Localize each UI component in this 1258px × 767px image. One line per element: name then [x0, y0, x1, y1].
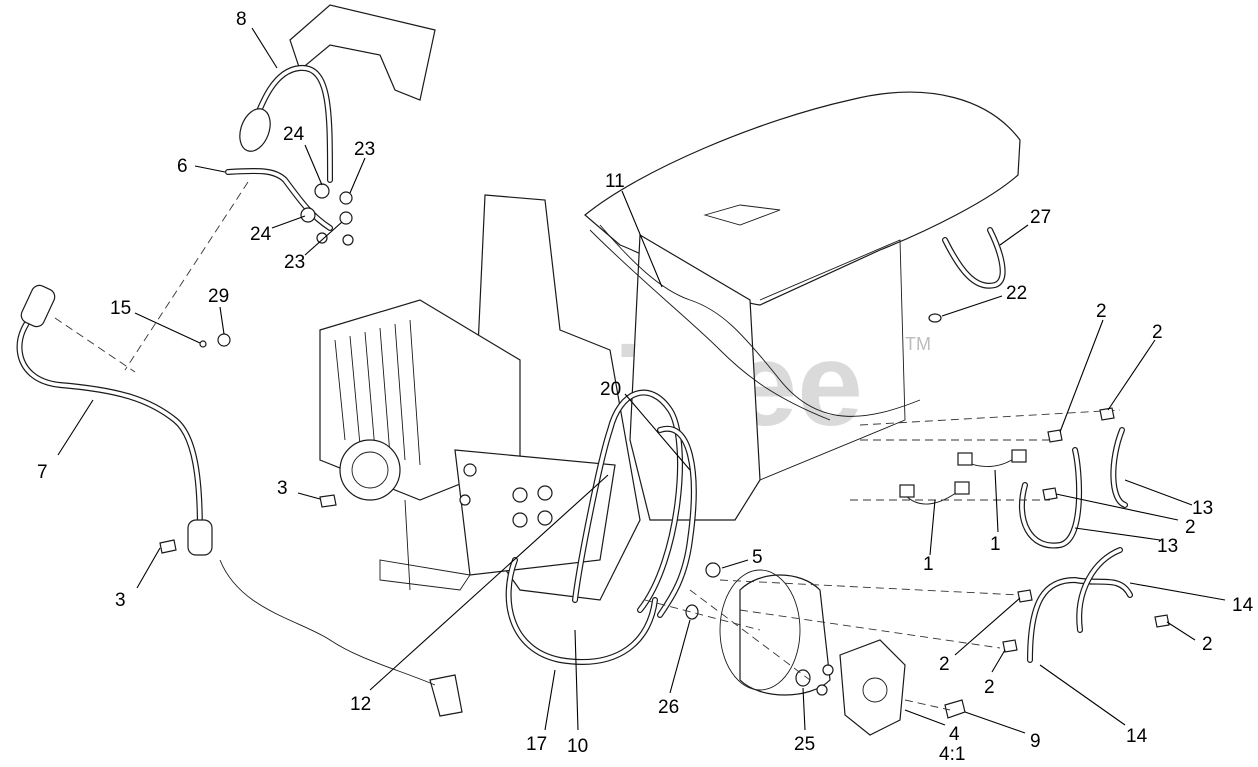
callout-15: 15 [110, 298, 131, 319]
callout-2-b: 2 [1152, 322, 1163, 343]
callout-13-lower: 13 [1157, 536, 1178, 557]
callout-14-lower: 14 [1126, 726, 1148, 747]
callout-7: 7 [37, 462, 48, 483]
callout-24-lower: 24 [250, 224, 272, 245]
bolt-9 [944, 699, 966, 719]
callout-13: 13 [1192, 498, 1213, 519]
motor-housing [739, 574, 831, 696]
bolt-2b [1099, 407, 1115, 421]
callout-24: 24 [283, 124, 305, 145]
callout-6: 6 [177, 156, 188, 177]
bolt-2d [1017, 589, 1033, 603]
assembly-drawing [16, 4, 1170, 736]
callout-3: 3 [277, 478, 288, 499]
harness-11 [599, 224, 921, 417]
callout-12: 12 [350, 694, 371, 715]
bolt-2f [1154, 614, 1170, 628]
callout-25: 25 [794, 734, 815, 755]
washer-29 [217, 333, 231, 347]
cable-7 [16, 307, 203, 548]
washer-15 [199, 340, 207, 348]
cable-6 [225, 168, 333, 231]
bolt-2e [1002, 639, 1018, 653]
callout-2-d: 2 [1202, 634, 1213, 655]
callout-2-f: 2 [984, 677, 995, 698]
washer-23b [339, 211, 353, 225]
callout-1-b: 1 [923, 554, 934, 575]
terminal-22 [928, 313, 942, 323]
bolt-2a [1047, 429, 1063, 443]
callout-4: 4 [949, 724, 960, 745]
callout-23: 23 [354, 139, 375, 160]
mount-plate [454, 449, 616, 576]
callout-2-a: 2 [1096, 301, 1107, 322]
top-bracket [289, 4, 436, 101]
leader-lines [57, 27, 1226, 734]
frame-panel [629, 233, 761, 521]
watermark-trademark: TM [905, 334, 931, 354]
callouts: 8 24 23 6 24 23 15 29 7 3 3 11 27 22 2 2… [37, 9, 1254, 765]
washer-24b [300, 207, 316, 223]
bolt-3b [159, 539, 177, 554]
callout-9: 9 [1030, 731, 1041, 752]
callout-27: 27 [1030, 207, 1051, 228]
callout-1-a: 1 [990, 534, 1001, 555]
nut-5 [705, 562, 721, 578]
bolt-2c [1042, 487, 1058, 501]
callout-5: 5 [752, 547, 763, 568]
callout-29: 29 [208, 286, 229, 307]
washer-25 [795, 669, 811, 687]
callout-20: 20 [600, 379, 621, 400]
washer-23a [339, 191, 353, 205]
callout-4-ratio: 4:1 [939, 744, 965, 765]
callout-14: 14 [1232, 595, 1254, 616]
callout-10: 10 [567, 736, 588, 757]
callout-2-e: 2 [939, 654, 950, 675]
solenoid [839, 639, 906, 736]
washer-24a [314, 183, 330, 199]
bolt-3a [319, 494, 337, 508]
callout-2-c: 2 [1185, 517, 1196, 538]
washer-26 [685, 604, 699, 620]
callout-26: 26 [658, 697, 679, 718]
callout-8: 8 [236, 9, 247, 30]
callout-17: 17 [526, 734, 547, 755]
callout-22: 22 [1006, 283, 1027, 304]
callout-3-lower: 3 [115, 590, 126, 611]
callout-11: 11 [605, 171, 625, 192]
connector-12 [429, 674, 463, 717]
cooling-fan [339, 439, 401, 501]
callout-23-lower: 23 [284, 252, 305, 273]
